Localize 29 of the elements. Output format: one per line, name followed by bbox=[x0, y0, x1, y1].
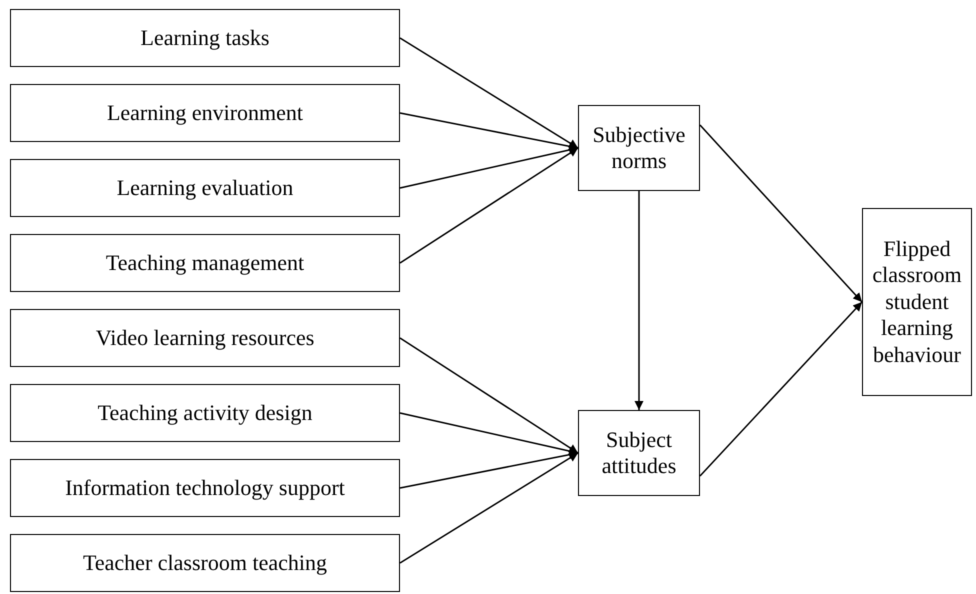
factor-box bbox=[10, 234, 400, 292]
factor-box bbox=[10, 384, 400, 442]
factor-box bbox=[10, 309, 400, 367]
node-label: Video learning resources bbox=[96, 324, 314, 352]
construct-box bbox=[578, 410, 700, 496]
node-label: Subjective norms bbox=[592, 122, 686, 174]
factor-box bbox=[10, 159, 400, 217]
node-label: Teacher classroom teaching bbox=[82, 550, 327, 576]
node-label: Learning environment bbox=[106, 100, 304, 126]
node-label: Learning tasks bbox=[140, 24, 270, 52]
arrow bbox=[400, 147, 578, 264]
node-label: Information technology support bbox=[65, 474, 345, 502]
factor-box bbox=[10, 9, 400, 67]
node-label: Teaching management bbox=[106, 250, 304, 276]
outcome-box bbox=[862, 208, 972, 396]
factor-box bbox=[10, 459, 400, 517]
arrow bbox=[400, 452, 578, 564]
arrow bbox=[699, 301, 863, 477]
construct-box bbox=[578, 105, 700, 191]
node-label: Subject attitudes bbox=[600, 426, 678, 480]
node-label: Teaching activity design bbox=[98, 400, 312, 426]
node-label: Flipped classroom student learning behaviour bbox=[871, 236, 963, 368]
arrow bbox=[634, 191, 644, 410]
node-label: Learning evaluation bbox=[116, 174, 294, 202]
arrow bbox=[699, 124, 863, 302]
factor-box bbox=[10, 84, 400, 142]
arrow bbox=[400, 37, 578, 149]
arrow bbox=[400, 337, 578, 454]
factor-box bbox=[10, 534, 400, 592]
